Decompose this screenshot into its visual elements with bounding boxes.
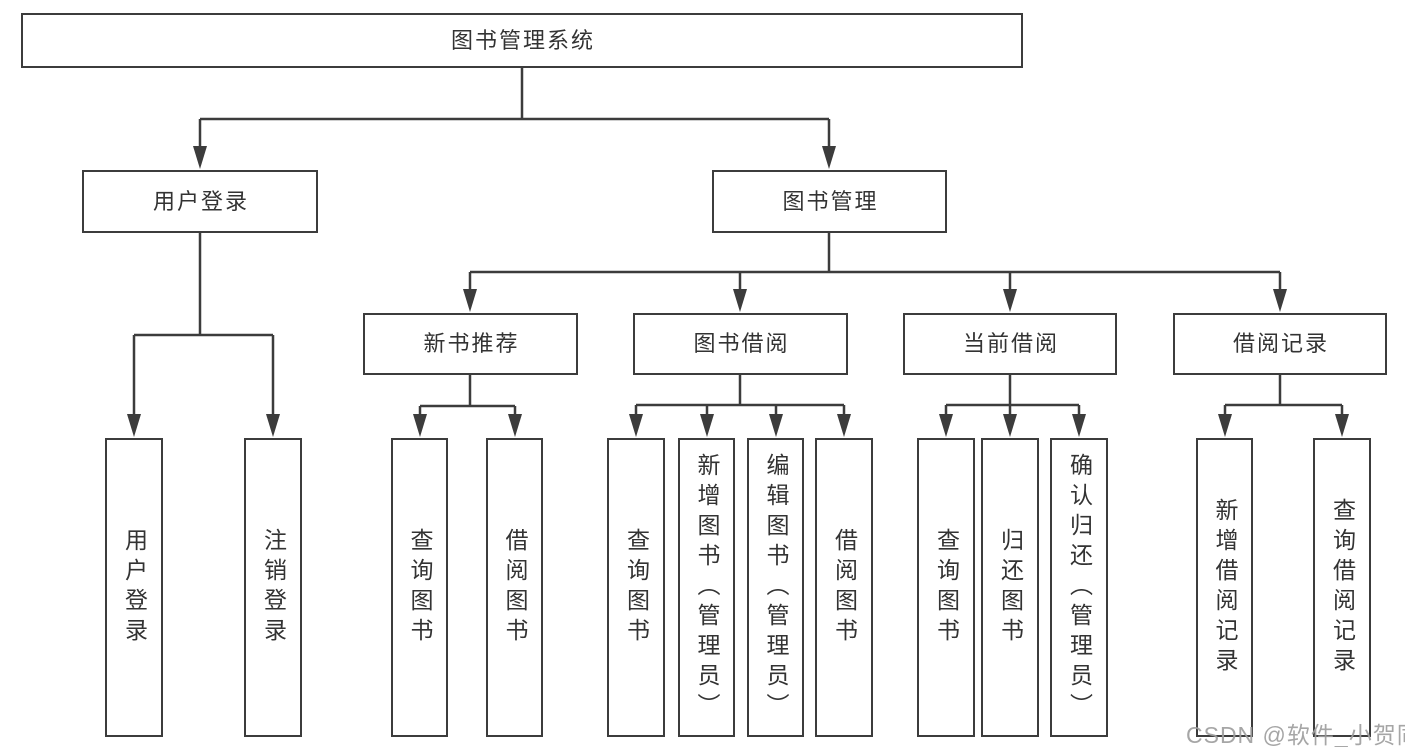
node-label: 确认归还（管理员） <box>1066 452 1093 723</box>
node-label: 用户登录 <box>121 527 148 648</box>
node-label: 借阅图书 <box>502 527 528 648</box>
arrow-icon <box>463 289 477 312</box>
leaf-add-book-admin: 新增图书（管理员） <box>678 438 735 737</box>
arrow-icon <box>266 414 280 437</box>
arrow-icon <box>508 414 522 437</box>
leaf-edit-book-admin: 编辑图书（管理员） <box>747 438 804 737</box>
leaf-query-books-recommend: 查询图书 <box>391 438 448 737</box>
arrow-icon <box>1273 289 1287 312</box>
arrow-icon <box>700 414 714 437</box>
leaf-confirm-return-admin: 确认归还（管理员） <box>1050 438 1108 737</box>
leaf-borrow-books-recommend: 借阅图书 <box>486 438 543 737</box>
arrow-icon <box>822 146 836 169</box>
node-label: 图书管理 <box>782 188 879 214</box>
node-label: 当前借阅 <box>962 331 1059 356</box>
arrow-icon <box>127 414 141 437</box>
connector-records-to-leaves <box>1223 375 1344 415</box>
arrow-icon <box>1335 414 1349 437</box>
node-label: 新书推荐 <box>423 331 520 356</box>
node-borrowing-records: 借阅记录 <box>1173 313 1387 375</box>
leaf-query-borrow-record: 查询借阅记录 <box>1313 438 1371 737</box>
node-root: 图书管理系统 <box>21 13 1023 68</box>
node-label: 编辑图书（管理员） <box>763 452 789 723</box>
node-label: 新增图书（管理员） <box>694 452 720 723</box>
arrow-icon <box>413 414 427 437</box>
leaf-user-login: 用户登录 <box>105 438 163 737</box>
node-label: 借阅记录 <box>1232 331 1329 356</box>
node-label: 查询图书 <box>407 527 433 648</box>
node-label: 借阅图书 <box>831 527 858 648</box>
node-book-borrowing: 图书借阅 <box>633 313 848 375</box>
node-user-login: 用户登录 <box>82 170 318 233</box>
leaf-logout: 注销登录 <box>244 438 302 737</box>
csdn-watermark: CSDN @软件_小贺同学 <box>1186 722 1405 747</box>
node-label: 查询图书 <box>933 527 960 648</box>
arrowheads <box>127 146 1349 437</box>
connector-current-to-leaves <box>944 375 1081 415</box>
leaf-return-book: 归还图书 <box>981 438 1039 737</box>
leaf-query-books-borrowing: 查询图书 <box>607 438 665 737</box>
node-current-borrowing: 当前借阅 <box>903 313 1117 375</box>
node-label: 查询借阅记录 <box>1329 497 1356 678</box>
arrow-icon <box>1218 414 1232 437</box>
node-label: 图书管理系统 <box>450 27 595 53</box>
arrow-icon <box>837 414 851 437</box>
node-label: 用户登录 <box>152 188 249 214</box>
node-label: 新增借阅记录 <box>1212 497 1238 678</box>
leaf-add-borrow-record: 新增借阅记录 <box>1196 438 1253 737</box>
node-new-book-recommend: 新书推荐 <box>363 313 578 375</box>
arrow-icon <box>629 414 643 437</box>
arrow-icon <box>1003 414 1017 437</box>
node-label: 查询图书 <box>623 527 650 648</box>
node-label: 图书借阅 <box>693 331 790 356</box>
connector-bookmgmt-to-level3 <box>468 233 1282 290</box>
connector-borrowing-to-leaves <box>634 375 846 415</box>
leaf-query-books-current: 查询图书 <box>917 438 975 737</box>
connector-newbooks-to-leaves <box>418 375 517 415</box>
node-label: 归还图书 <box>997 527 1024 648</box>
node-label: 注销登录 <box>260 527 287 648</box>
arrow-icon <box>193 146 207 169</box>
arrow-icon <box>939 414 953 437</box>
connector-root-to-level2 <box>198 68 831 147</box>
node-book-management: 图书管理 <box>712 170 947 233</box>
arrow-icon <box>769 414 783 437</box>
leaf-borrow-books-borrowing: 借阅图书 <box>815 438 873 737</box>
connector-userlogin-to-leaves <box>132 233 275 415</box>
arrow-icon <box>1072 414 1086 437</box>
arrow-icon <box>1003 289 1017 312</box>
arrow-icon <box>733 289 747 312</box>
